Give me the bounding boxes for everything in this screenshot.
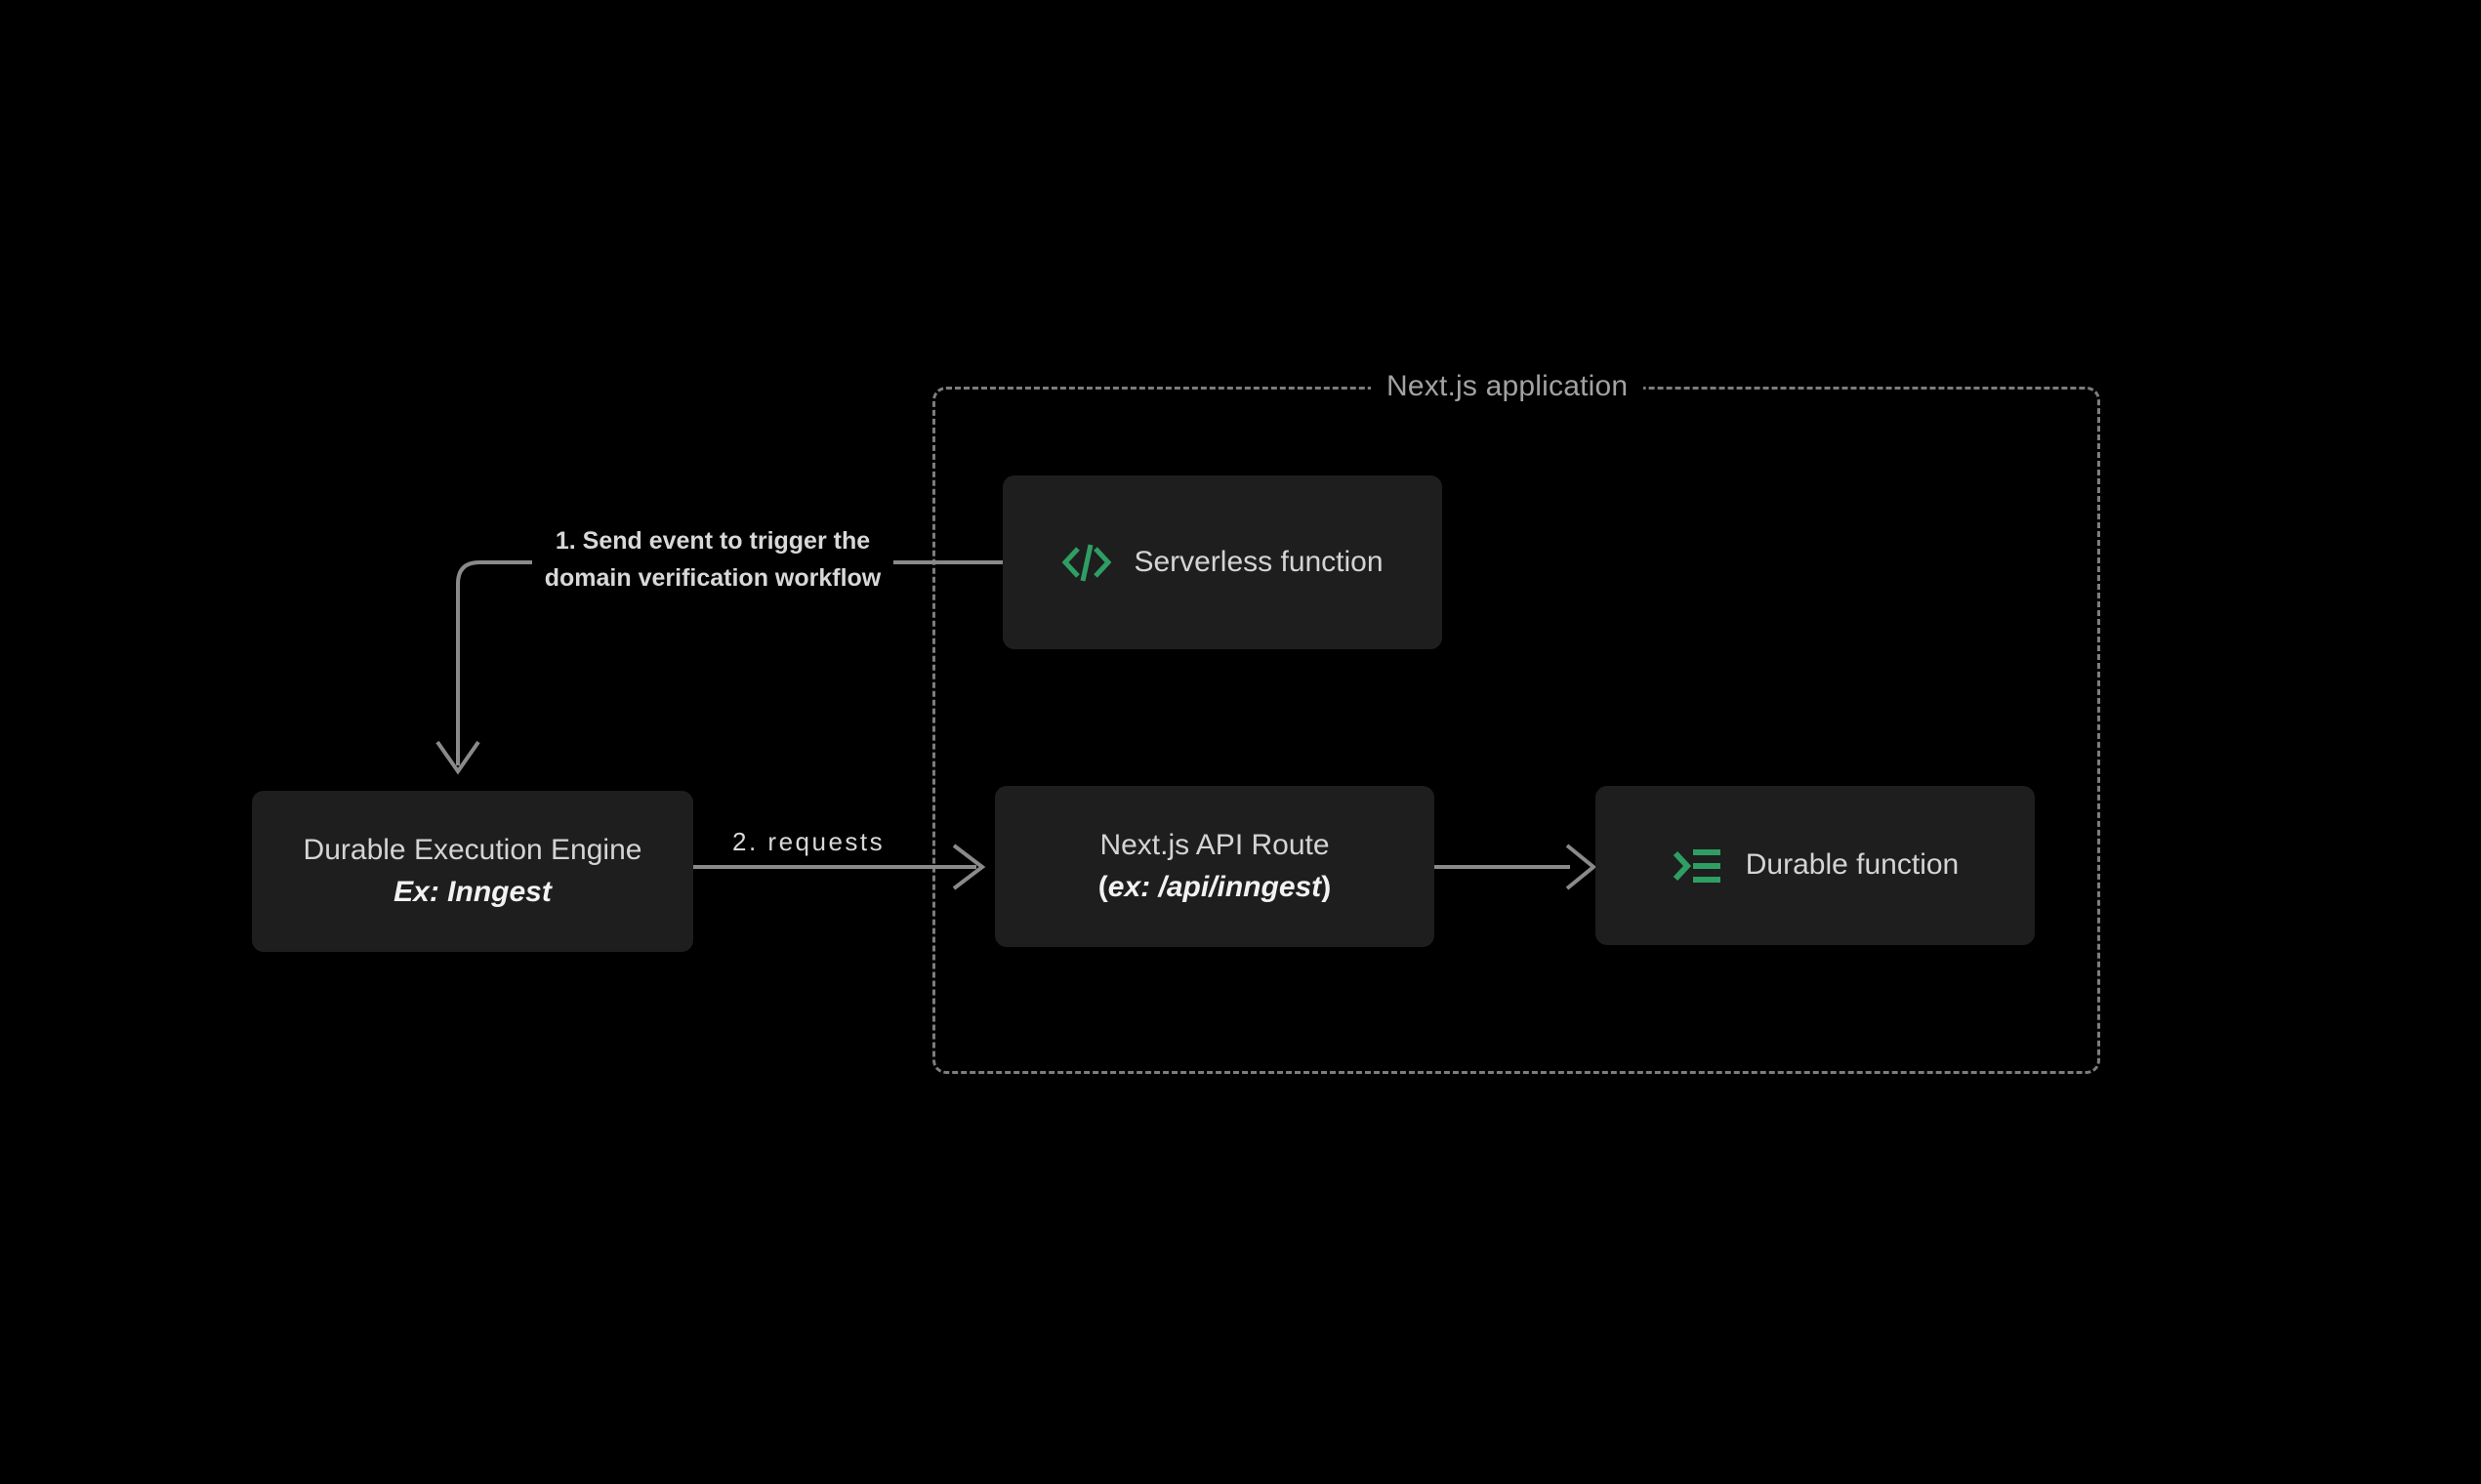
edge-1-label-line1: 1. Send event to trigger the bbox=[532, 522, 893, 559]
node-nextjs-api-route-subtitle: (ex: /api/inngest) bbox=[1098, 867, 1331, 909]
node-nextjs-api-route[interactable]: Next.js API Route (ex: /api/inngest) bbox=[995, 786, 1434, 947]
node-nextjs-api-route-paren-close: ) bbox=[1321, 870, 1332, 903]
edge-1-label-line2: domain verification workflow bbox=[532, 559, 893, 597]
code-brackets-icon bbox=[1062, 544, 1112, 582]
node-serverless-function-content: Serverless function bbox=[1061, 541, 1384, 584]
node-durable-function-title: Durable function bbox=[1745, 848, 1960, 882]
node-nextjs-api-route-title: Next.js API Route bbox=[1099, 828, 1330, 861]
node-serverless-function-label: Serverless function bbox=[1134, 542, 1383, 584]
node-durable-execution-engine-title: Durable Execution Engine bbox=[303, 833, 642, 866]
node-nextjs-api-route-path: ex: /api/inngest bbox=[1107, 870, 1322, 903]
node-durable-execution-engine[interactable]: Durable Execution Engine Ex: Inngest bbox=[252, 791, 693, 952]
node-durable-function-content: Durable function bbox=[1672, 845, 1959, 886]
edge-2-label: 2. requests bbox=[723, 825, 895, 859]
node-serverless-function-title: Serverless function bbox=[1134, 545, 1384, 578]
node-durable-execution-engine-label: Durable Execution Engine Ex: Inngest bbox=[304, 830, 642, 913]
node-nextjs-api-route-paren-open: ( bbox=[1097, 870, 1108, 903]
node-durable-function[interactable]: Durable function bbox=[1595, 786, 2035, 945]
node-nextjs-api-route-content: Next.js API Route (ex: /api/inngest) bbox=[1098, 825, 1331, 908]
node-durable-execution-engine-content: Durable Execution Engine Ex: Inngest bbox=[304, 830, 642, 913]
terminal-list-icon bbox=[1673, 848, 1720, 883]
node-durable-execution-engine-subtitle: Ex: Inngest bbox=[393, 875, 552, 908]
node-durable-function-label: Durable function bbox=[1746, 845, 1959, 886]
nextjs-application-title: Next.js application bbox=[1371, 363, 1644, 410]
edge-1-label: 1. Send event to trigger the domain veri… bbox=[532, 522, 893, 597]
node-nextjs-api-route-label: Next.js API Route (ex: /api/inngest) bbox=[1098, 825, 1331, 908]
node-serverless-function[interactable]: Serverless function bbox=[1003, 475, 1442, 649]
